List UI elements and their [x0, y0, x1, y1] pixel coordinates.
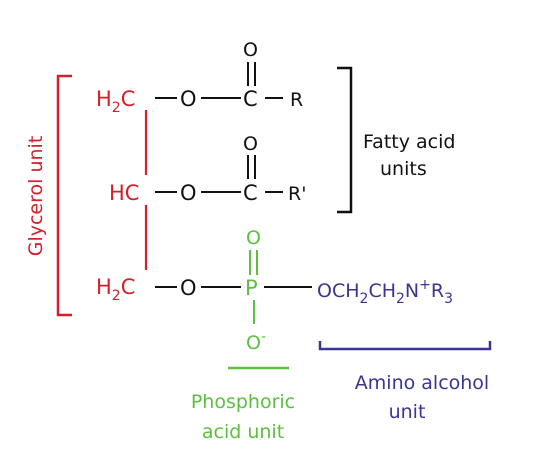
amino-alcohol-formula: OCH2CH2N+R3	[317, 277, 453, 307]
row1-h2c: H2C	[96, 87, 135, 116]
row1-r-group: R	[290, 89, 303, 111]
row2-oxygen: O	[180, 181, 197, 205]
row3-h2c: H2C	[96, 275, 135, 304]
phosphorus-atom: P	[245, 276, 258, 300]
glycerol-backbone: Glycerol unit H2C HC H2C	[25, 74, 148, 317]
row2-r-prime-group: R'	[288, 183, 306, 205]
phosphate-group: O P O- Phosphoric acid unit	[191, 227, 295, 443]
phosphoryl-oxygen: O	[246, 227, 261, 249]
row1-carbon: C	[243, 87, 258, 111]
fatty-acid-label-line1: Fatty acid	[363, 131, 455, 153]
fatty-acid-bracket	[337, 66, 353, 214]
row2-hc: HC	[109, 181, 139, 205]
phosphoric-label-line1: Phosphoric	[191, 391, 295, 413]
amino-alcohol-bracket	[318, 341, 492, 351]
anion-oxygen: O-	[246, 329, 266, 354]
row1-carbonyl-oxygen: O	[243, 39, 258, 61]
amino-label-line1: Amino alcohol	[355, 372, 489, 394]
glycerol-unit-label: Glycerol unit	[25, 136, 47, 257]
amino-alcohol-group: OCH2CH2N+R3 Amino alcohol unit	[317, 277, 492, 423]
fatty-acid-chains: O C O R O C O R' Fatty acid units O	[155, 39, 455, 300]
amino-label-line2: unit	[389, 401, 426, 423]
glycerol-bracket	[56, 74, 72, 317]
row2-carbonyl-oxygen: O	[243, 133, 258, 155]
row1-oxygen: O	[180, 87, 197, 111]
row2-carbon: C	[243, 181, 258, 205]
row3-oxygen: O	[180, 276, 197, 300]
fatty-acid-label-line2: units	[380, 158, 427, 180]
phosphoric-label-line2: acid unit	[202, 421, 284, 443]
